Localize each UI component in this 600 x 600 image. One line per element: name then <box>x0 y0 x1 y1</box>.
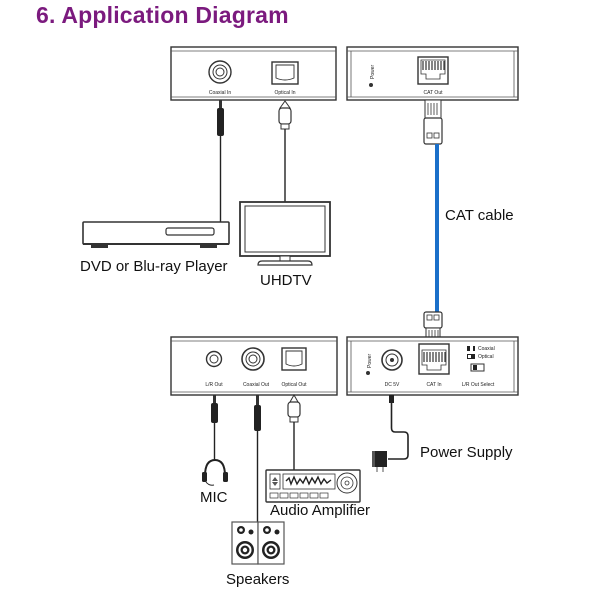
cat-out-label: CAT Out <box>424 90 444 96</box>
optical-out-port <box>281 347 307 371</box>
coaxial-in-label: Coaxial In <box>209 90 231 96</box>
power-led-icon <box>369 83 373 87</box>
coaxial-out-cable <box>254 395 261 522</box>
speaker-right <box>257 521 285 565</box>
optical-cable-top <box>278 100 292 202</box>
receiver-audio-panel: L/R Out Coaxial Out Optical Out <box>170 336 338 396</box>
switch-legend-coaxial: Coaxial <box>478 346 495 352</box>
cat-in-port <box>418 343 450 375</box>
lr-out-label: L/R Out <box>205 382 223 388</box>
cat-out-port <box>417 56 449 85</box>
power-adapter-icon <box>372 451 387 472</box>
cat-cable-label: CAT cable <box>445 207 514 224</box>
page-title: 6. Application Diagram <box>36 2 289 28</box>
coaxial-out-port <box>241 347 265 371</box>
lr-out-select-switch: Coaxial Optical <box>467 346 495 372</box>
cat-cable <box>423 99 443 343</box>
cat-in-label: CAT In <box>426 382 441 388</box>
speakers-label: Speakers <box>226 571 290 588</box>
speaker-left <box>231 521 259 565</box>
power-led-icon <box>366 371 370 375</box>
mic-headset-icon <box>202 458 228 486</box>
power-label: Power <box>367 353 373 368</box>
tv-icon <box>239 201 331 266</box>
lr-out-select-label: L/R Out Select <box>462 382 495 388</box>
coaxial-out-label: Coaxial Out <box>243 382 270 388</box>
power-label: Power <box>370 64 376 79</box>
mic-label: MIC <box>200 489 228 506</box>
audio-amplifier-icon <box>265 469 361 503</box>
optical-in-label: Optical In <box>274 90 295 96</box>
optical-out-cable <box>287 393 301 470</box>
transmitter-cat-panel: Power CAT Out <box>346 46 519 101</box>
dc-5v-port <box>381 349 403 371</box>
coaxial-in-port <box>208 60 232 84</box>
power-cable <box>388 395 409 460</box>
amplifier-label: Audio Amplifier <box>270 502 371 519</box>
coaxial-cable-top <box>217 100 224 222</box>
dc-5v-label: DC 5V <box>385 382 400 388</box>
lr-out-cable <box>211 395 218 460</box>
lr-out-port <box>205 350 223 368</box>
switch-legend-optical: Optical <box>478 354 494 360</box>
optical-out-label: Optical Out <box>281 382 307 388</box>
receiver-cat-panel: Power Coaxial Optical DC 5V <box>346 336 519 396</box>
power-supply-label: Power Supply <box>420 444 513 461</box>
speakers-icon <box>231 521 285 565</box>
optical-in-port <box>271 61 299 85</box>
tv-label: UHDTV <box>260 272 312 289</box>
dvd-player-label: DVD or Blu-ray Player <box>80 258 228 275</box>
dvd-player-icon <box>82 221 230 248</box>
transmitter-audio-panel: Coaxial In Optical In <box>170 46 337 101</box>
